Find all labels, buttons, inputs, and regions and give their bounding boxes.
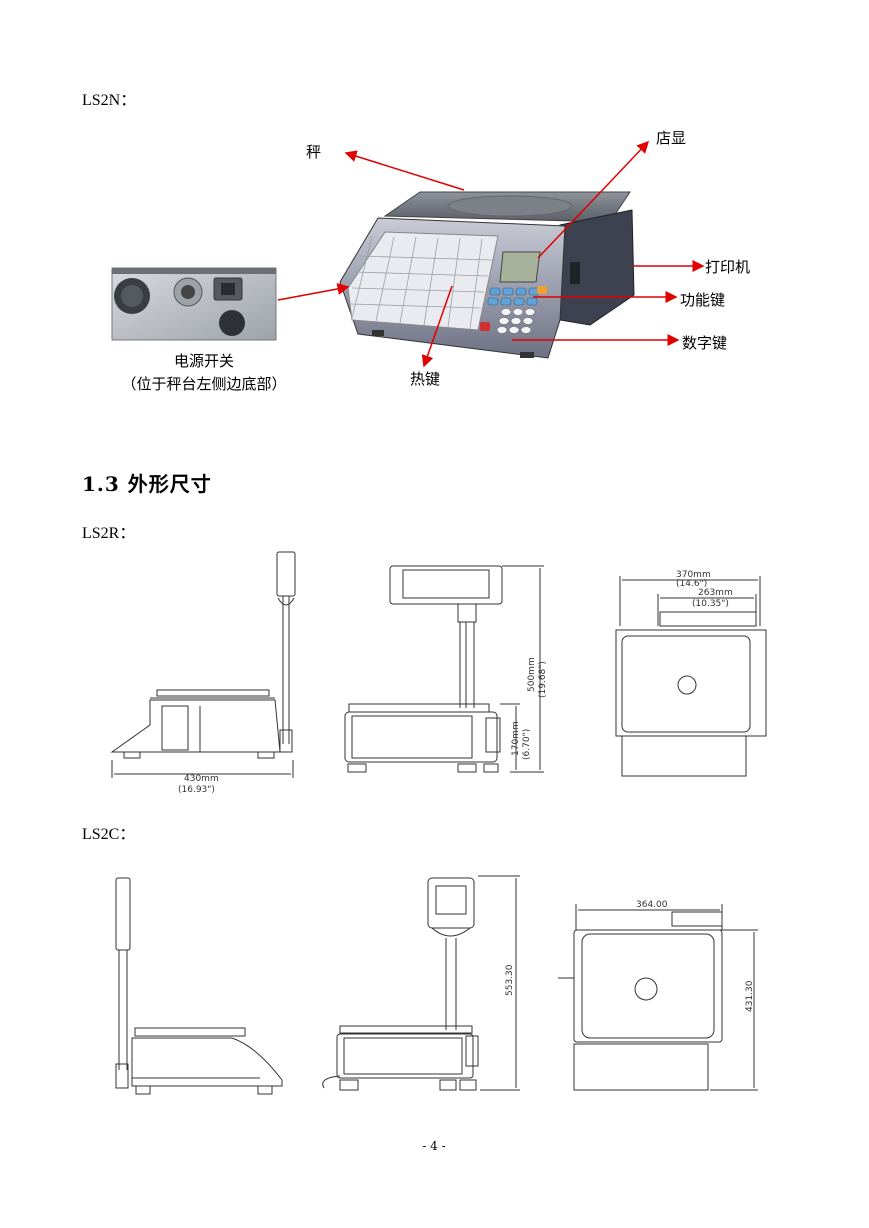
ls2r-width-in: (16.93") [178, 785, 215, 795]
callout-hot-keys: 热键 [410, 370, 441, 388]
arrow-platter [344, 150, 465, 191]
callout-power-switch: 电源开关 [173, 352, 234, 370]
ls2r-model-label: LS2R： [82, 525, 136, 542]
ls2c-top-width: 364.00 [636, 900, 668, 910]
ls2c-height: 553.30 [505, 964, 515, 996]
callout-function-keys: 功能键 [680, 291, 726, 309]
ls2r-height-base-mm: 170mm [511, 721, 521, 756]
callout-shop-display: 店显 [656, 129, 687, 147]
callout-printer: 打印机 [705, 258, 751, 276]
ls2c-model-label: LS2C： [82, 826, 136, 843]
ls2r-height-total-mm: 500mm [527, 657, 537, 692]
ls2r-top-outer-mm: 370mm [676, 570, 711, 580]
ls2r-height-base-in: (6.70") [522, 729, 532, 760]
ls2r-top-outer-in: (14.6") [676, 579, 707, 589]
page-number: - 4 - [422, 1139, 446, 1153]
ls2c-depth: 431.30 [745, 980, 755, 1012]
ls2r-top-inner-in: (10.35") [692, 599, 729, 609]
callout-numeric-keys: 数字键 [682, 334, 728, 352]
arrow-hot-keys [421, 285, 453, 368]
ls2n-model-label: LS2N： [82, 92, 137, 109]
ls2n-scale-photo [111, 140, 705, 368]
ls2r-width-mm: 430mm [184, 774, 219, 784]
ls2r-top-inner-mm: 263mm [698, 588, 733, 598]
callout-platter: 秤 [306, 143, 322, 161]
ls2r-height-total-in: (19.68") [538, 661, 548, 698]
callout-power-switch-location: （位于秤台左侧边底部） [121, 375, 287, 393]
section-heading: 1.3 外形尺寸 [82, 472, 212, 496]
arrow-shop-display [537, 140, 650, 259]
arrow-power-switch [277, 283, 350, 301]
